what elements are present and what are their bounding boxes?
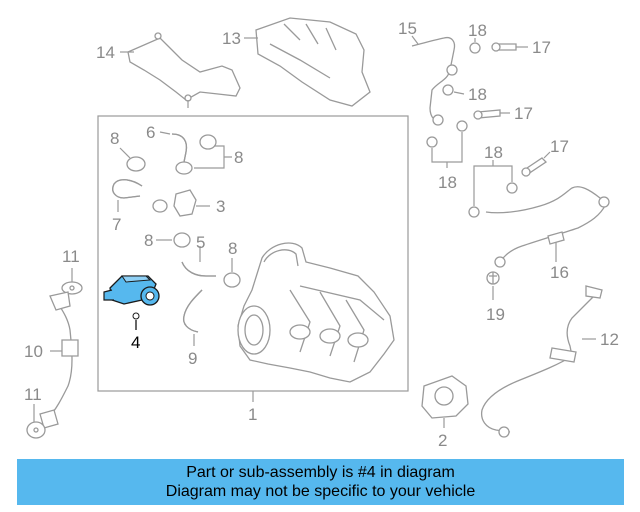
callout-5: 5 (196, 233, 205, 252)
callout-17c: 17 (550, 137, 569, 156)
part-7-hose[interactable] (112, 179, 143, 199)
callout-14: 14 (96, 43, 115, 62)
callout-8b: 8 (234, 148, 243, 167)
callout-11a: 11 (62, 247, 80, 266)
part-13-heat-shield[interactable] (255, 17, 371, 107)
part-10-pipe[interactable] (39, 291, 79, 429)
callout-18d: 18 (484, 143, 503, 162)
part-8-clamp-d[interactable] (223, 272, 241, 288)
leader-17c (543, 151, 551, 159)
part-15-coolant-pipe[interactable] (411, 36, 458, 126)
callout-12: 12 (600, 330, 619, 349)
part-6-hose[interactable] (171, 133, 188, 163)
callout-17b: 17 (514, 104, 533, 123)
callout-8c: 8 (144, 231, 153, 250)
part-4-valve-highlighted[interactable] (103, 275, 160, 320)
caption-line-1: Part or sub-assembly is #4 in diagram (186, 464, 455, 481)
part-17-bolt-c[interactable] (521, 157, 548, 177)
part-17-bolt-a[interactable] (491, 42, 517, 52)
callout-3: 3 (216, 197, 225, 216)
callout-15: 15 (398, 19, 417, 38)
leader-8a (119, 147, 131, 159)
part-11-gasket-b[interactable] (26, 421, 46, 439)
callout-18c: 18 (438, 173, 457, 192)
part-8-clamp-c[interactable] (173, 232, 191, 248)
callout-19: 19 (486, 305, 505, 324)
part-17-bolt-b[interactable] (473, 109, 501, 120)
part-12-oil-line[interactable] (480, 285, 603, 438)
callout-18a: 18 (468, 21, 487, 40)
callout-11b: 11 (24, 385, 42, 404)
part-1-turbocharger[interactable] (237, 242, 395, 383)
callout-16: 16 (550, 263, 569, 282)
leader-8b (194, 145, 232, 169)
caption-line-2: Diagram may not be specific to your vehi… (165, 483, 476, 500)
callout-8d: 8 (228, 239, 237, 258)
leader-18d (473, 160, 513, 206)
part-8-clamp-a[interactable] (126, 156, 146, 172)
part-18-washer-b[interactable] (442, 84, 454, 96)
callout-7: 7 (112, 215, 121, 234)
callout-2: 2 (438, 431, 447, 450)
part-8-clamp-b[interactable] (175, 134, 217, 175)
leader-18b (453, 91, 465, 95)
part-16-pipe[interactable] (485, 186, 610, 268)
part-3-valve[interactable] (152, 189, 197, 217)
callout-4: 4 (131, 333, 140, 352)
leader-15 (411, 35, 419, 45)
callout-1: 1 (248, 405, 257, 424)
callout-10: 10 (24, 342, 43, 361)
leader-6 (159, 131, 171, 135)
callout-6: 6 (146, 123, 155, 142)
callout-17a: 17 (532, 38, 551, 57)
part-19-sensor[interactable] (486, 271, 500, 285)
part-9-hose[interactable] (182, 289, 203, 333)
callout-13: 13 (222, 29, 241, 48)
callout-18b: 18 (468, 85, 487, 104)
part-18-washer-a[interactable] (469, 42, 481, 54)
callout-8a: 8 (110, 129, 119, 148)
part-2-gasket[interactable] (421, 375, 469, 419)
part-14-bracket[interactable] (127, 32, 241, 108)
callout-9: 9 (188, 349, 197, 368)
caption-banner: Part or sub-assembly is #4 in diagram Di… (17, 459, 624, 505)
part-18-washer-d[interactable] (468, 182, 518, 218)
part-18-washer-c[interactable] (426, 120, 468, 148)
leader-18c (431, 132, 463, 168)
part-5-hose[interactable] (181, 261, 216, 277)
